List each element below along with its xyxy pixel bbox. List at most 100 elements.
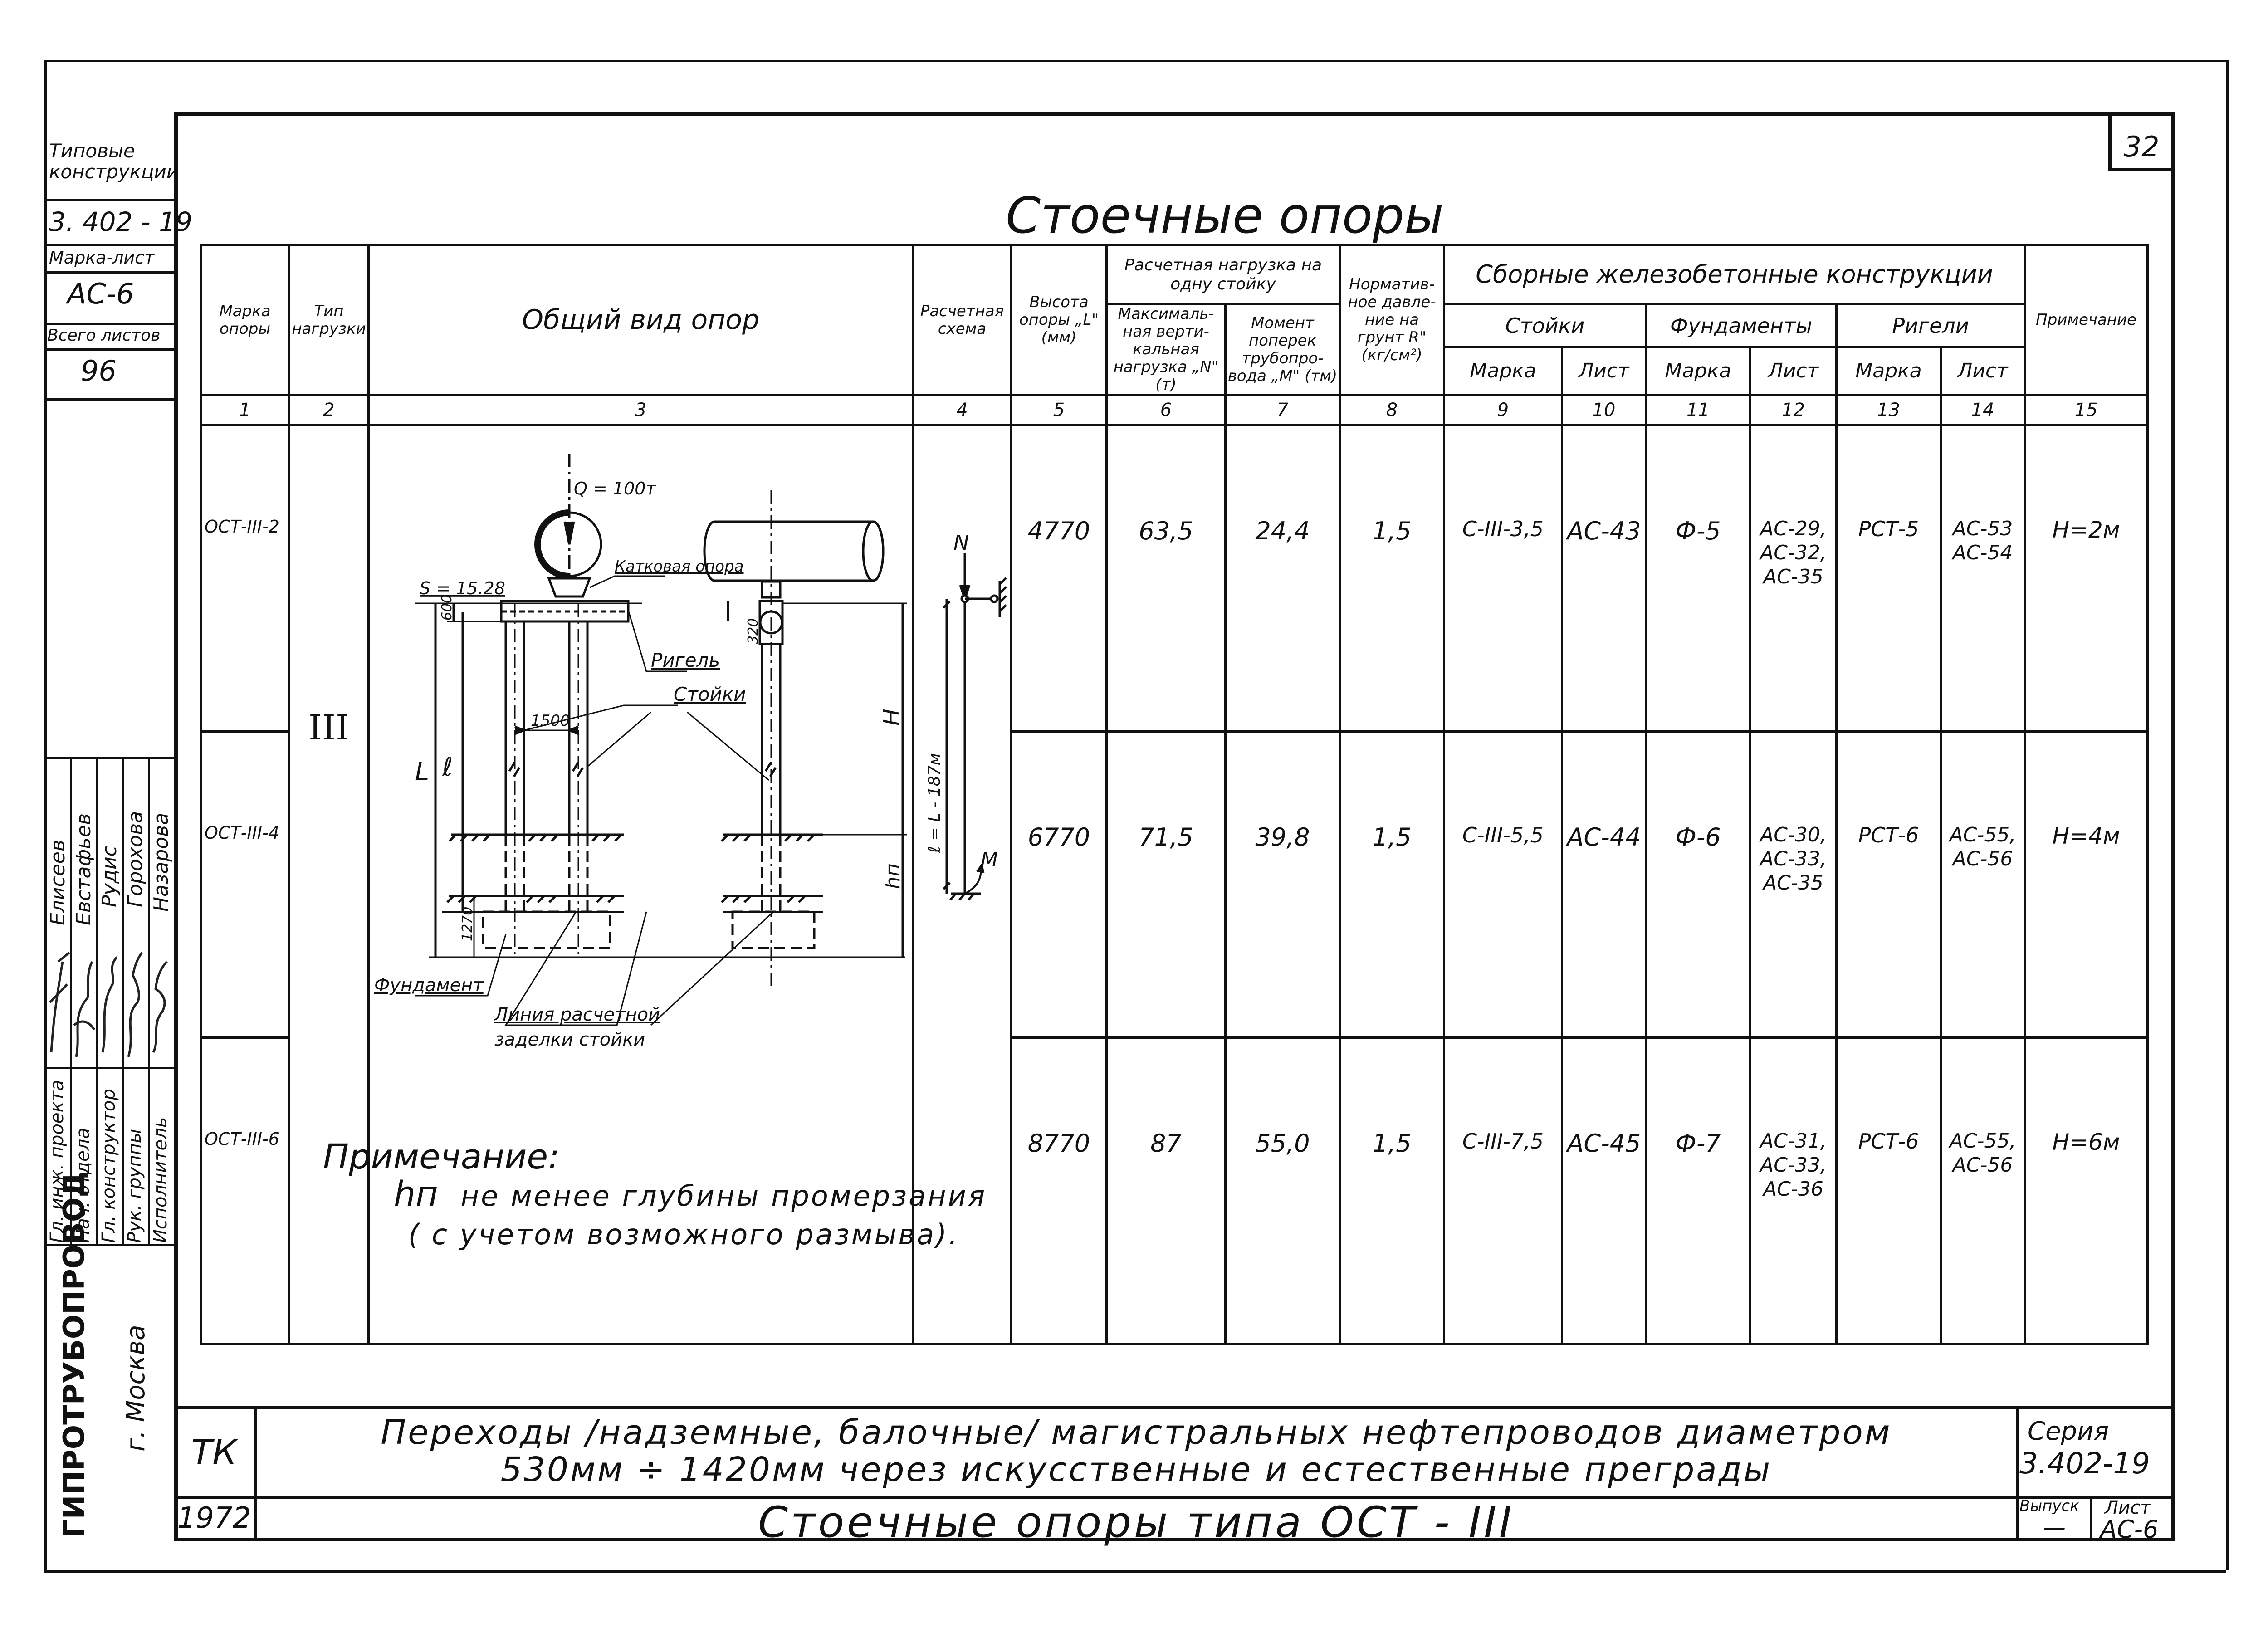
stamp-top bbox=[174, 1406, 2175, 1409]
column-number: 5 bbox=[1010, 394, 1108, 427]
max-vertical-load: 71,5 bbox=[1105, 730, 1227, 1039]
signature-grid-col bbox=[96, 757, 98, 1244]
stamp-series-label: Серия bbox=[2028, 1417, 2109, 1446]
calc-line-label-2: заделки стойки bbox=[494, 1029, 645, 1050]
crossbar-mark: РСТ-5 bbox=[1835, 424, 1942, 733]
name-label: Горохова bbox=[124, 811, 147, 907]
typical-label: Типовые конструкции bbox=[49, 140, 179, 183]
mark-sheet: АС-6 bbox=[67, 277, 134, 310]
stamp-title-line-1: Переходы /надземные, балочные/ магистрал… bbox=[381, 1413, 1892, 1452]
stamp-series: 3.402-19 bbox=[2019, 1447, 2150, 1481]
column-number: 14 bbox=[1939, 394, 2026, 427]
q-label: Q = 100т bbox=[574, 479, 656, 499]
calc-scheme-drawing: N M ℓ = L - 187м bbox=[925, 535, 1007, 901]
name-label: Евстафьев bbox=[72, 813, 95, 925]
header-crossbars: Ригели bbox=[1835, 303, 2026, 349]
max-vertical-load: 63,5 bbox=[1105, 424, 1227, 733]
mark-sheet-label: Марка-лист bbox=[49, 248, 155, 268]
moment-value: 55,0 bbox=[1224, 1036, 1341, 1345]
city-name: г. Москва bbox=[121, 1325, 151, 1452]
header-soil-pressure: Норматив-ное давле-ние на грунт R" (кг/с… bbox=[1339, 244, 1445, 396]
support-mark: ОСТ-III-4 bbox=[200, 730, 290, 1039]
foundation-sheets: АС-29, АС-32, АС-35 bbox=[1749, 424, 1838, 733]
sheet-number-box bbox=[2108, 112, 2175, 171]
column-number: 4 bbox=[912, 394, 1012, 427]
crossbar-sheet: АС-55, bbox=[1949, 823, 2016, 847]
signature-grid-col bbox=[122, 757, 124, 1244]
stamp-col bbox=[2016, 1406, 2019, 1541]
foundation-sheets: АС-31, АС-33, АС-36 bbox=[1749, 1036, 1838, 1345]
stamp-tk: ТК bbox=[191, 1432, 237, 1472]
role-label: Исполнитель bbox=[150, 1117, 171, 1243]
foundation-sheet: АС-35 bbox=[1763, 871, 1823, 895]
dim-320: 320 bbox=[745, 618, 761, 644]
stamp-sheet-label: Лист bbox=[2105, 1497, 2151, 1518]
dim-1270: 1270 bbox=[459, 907, 475, 941]
header-post-sheet: Лист bbox=[1561, 346, 1647, 396]
outer-frame-bottom bbox=[44, 1570, 2226, 1573]
header-design-load: Расчетная нагрузка на одну стойку bbox=[1105, 244, 1341, 305]
crossbar-sheet: АС-56 bbox=[1952, 1154, 2013, 1177]
dim-L: L bbox=[415, 757, 429, 787]
stamp-issue: — bbox=[2043, 1514, 2066, 1540]
soil-pressure-value: 1,5 bbox=[1339, 1036, 1445, 1345]
crossbar-sheet: АС-53 bbox=[1952, 517, 2013, 541]
column-number: 2 bbox=[288, 394, 370, 427]
post-sheet: АС-43 bbox=[1561, 424, 1647, 733]
header-found-sheet: Лист bbox=[1749, 346, 1838, 396]
crossbar-sheet: АС-54 bbox=[1952, 541, 2013, 565]
supports-table: Марка опоры Тип нагрузки Общий вид опор … bbox=[200, 244, 2149, 1345]
roller-label: Катковая опора bbox=[615, 557, 744, 576]
header-mark: Марка опоры bbox=[200, 244, 290, 396]
header-general-view: Общий вид опор bbox=[367, 244, 914, 396]
foundation-mark: Ф-5 bbox=[1645, 424, 1751, 733]
header-height: Высота опоры „L" (мм) bbox=[1010, 244, 1108, 396]
scheme-l: ℓ = L - 187м bbox=[925, 753, 944, 853]
dim-l: ℓ bbox=[442, 753, 453, 782]
header-bar-sheet: Лист bbox=[1939, 346, 2026, 396]
support-height: 6770 bbox=[1010, 730, 1108, 1039]
note-line-1: hп не менее глубины промерзания bbox=[394, 1175, 987, 1213]
column-number: 13 bbox=[1835, 394, 1942, 427]
support-mark: ОСТ-III-2 bbox=[200, 424, 290, 733]
column-number: 7 bbox=[1224, 394, 1341, 427]
total-sheets-label: Всего листов bbox=[47, 326, 161, 345]
header-max-vertical: Максималь-ная верти-кальная нагрузка „N"… bbox=[1105, 303, 1227, 396]
header-note: Примечание bbox=[2024, 244, 2149, 396]
outer-frame-left bbox=[44, 60, 47, 1570]
column-number: 12 bbox=[1749, 394, 1838, 427]
note-heading: Примечание: bbox=[323, 1136, 560, 1177]
crossbar-sheets: АС-55, АС-56 bbox=[1939, 1036, 2026, 1345]
crossbar-label: Ригель bbox=[651, 649, 720, 671]
foundation-sheet: АС-32, bbox=[1760, 541, 1827, 565]
posts-label: Стойки bbox=[674, 683, 746, 705]
moment-value: 39,8 bbox=[1224, 730, 1341, 1039]
moment-value: 24,4 bbox=[1224, 424, 1341, 733]
general-view-drawing: Q = 100т S = 15.28 Катковая опора 600 32… bbox=[374, 454, 907, 1050]
left-block-line bbox=[44, 348, 176, 351]
support-height: 4770 bbox=[1010, 424, 1108, 733]
note-line-2: ( с учетом возможного размыва). bbox=[408, 1218, 959, 1251]
general-view-figure bbox=[367, 424, 914, 1345]
note-value: Н=4м bbox=[2024, 730, 2149, 1039]
signatures bbox=[49, 952, 168, 1057]
note-symbol: hп bbox=[394, 1173, 438, 1214]
outer-frame-top bbox=[44, 60, 2226, 62]
name-label: Рудис bbox=[98, 846, 121, 907]
crossbar-sheets: АС-53 АС-54 bbox=[1939, 424, 2026, 733]
foundation-sheet: АС-35 bbox=[1763, 565, 1823, 589]
note-value: Н=6м bbox=[2024, 1036, 2149, 1345]
foundation-sheet: АС-33, bbox=[1760, 1154, 1827, 1177]
crossbar-sheet: АС-56 bbox=[1952, 847, 2013, 871]
stamp-col bbox=[254, 1406, 257, 1541]
header-precast: Сборные железобетонные конструкции bbox=[1442, 244, 2026, 305]
soil-pressure-value: 1,5 bbox=[1339, 730, 1445, 1039]
page-title: Стоечные опоры bbox=[1006, 186, 1444, 244]
table-row: ОСТ-III-4 6770 71,5 39,8 1,5 С-III-5,5 А… bbox=[200, 730, 2149, 1039]
stamp-mid bbox=[174, 1496, 2175, 1499]
s-label: S = 15.28 bbox=[420, 578, 505, 598]
note-text: не менее глубины промерзания bbox=[460, 1179, 987, 1212]
drawing-frame bbox=[174, 112, 2175, 1541]
foundation-sheet: АС-36 bbox=[1763, 1178, 1823, 1201]
left-block-line bbox=[44, 323, 176, 325]
